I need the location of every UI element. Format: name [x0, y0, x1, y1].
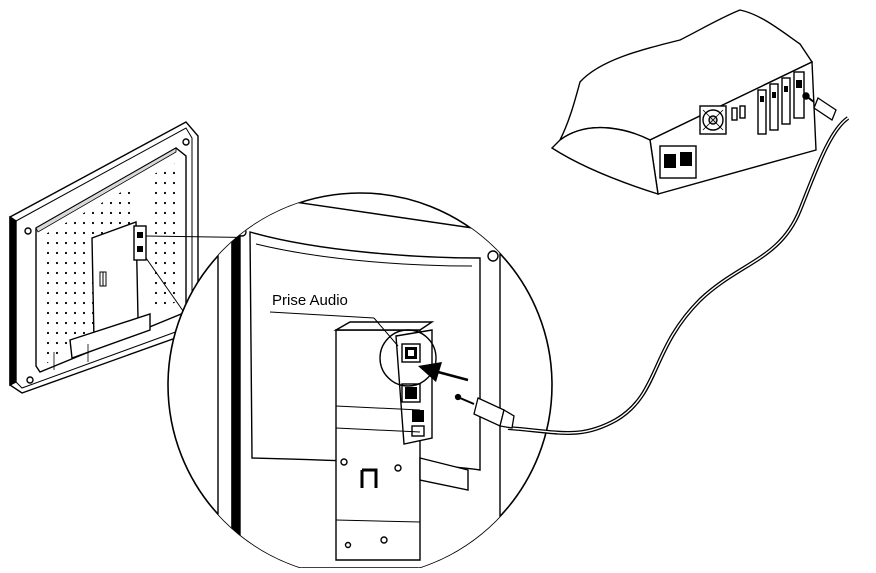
audio-plug	[454, 393, 515, 429]
audio-cable	[507, 116, 850, 435]
label-leader-line	[269, 311, 375, 319]
insert-arrow	[418, 362, 469, 382]
audio-jack-label: Prise Audio	[272, 292, 348, 309]
monitor-back-view	[9, 121, 199, 394]
focus-ring	[379, 329, 437, 387]
computer-rear-view	[550, 9, 817, 196]
magnified-detail: Prise Audio	[167, 192, 553, 573]
computer-plug	[805, 95, 837, 121]
